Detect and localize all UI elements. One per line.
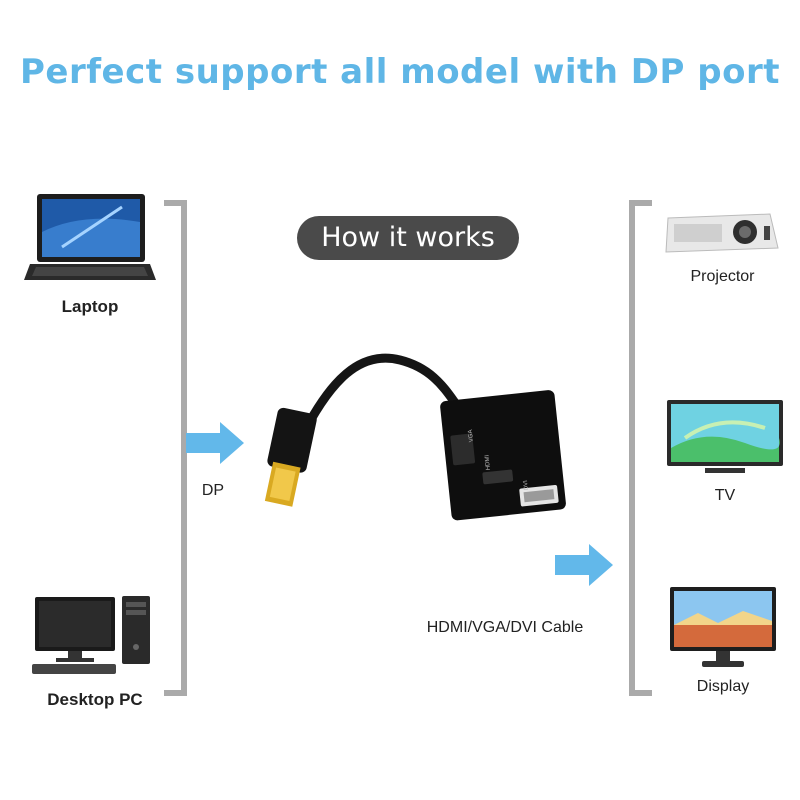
- laptop-icon: [24, 194, 156, 280]
- tv-label: TV: [714, 487, 736, 504]
- dvi-port-label: DVI: [523, 480, 530, 491]
- display-icon: [670, 587, 776, 667]
- tv-icon: [667, 400, 783, 473]
- projector-label: Projector: [690, 268, 755, 285]
- hdmi-port-label: HDMI: [484, 454, 492, 470]
- cable-label: HDMI/VGA/DVI Cable: [426, 619, 584, 636]
- left-bracket: [164, 200, 187, 696]
- desktop-pc-label: Desktop PC: [47, 690, 143, 709]
- vga-port-label: VGA: [468, 429, 475, 442]
- right-bracket: [629, 200, 652, 696]
- dp-arrow-icon: [186, 422, 244, 464]
- display-label: Display: [696, 678, 750, 695]
- output-arrow-icon: [555, 544, 613, 586]
- dp-label: DP: [201, 482, 225, 499]
- laptop-label: Laptop: [61, 297, 119, 316]
- how-it-works-pill: How it works: [297, 216, 519, 260]
- adapter-image: VGA HDMI DVI: [264, 353, 566, 521]
- headline: Perfect support all model with DP port: [20, 52, 780, 92]
- desktop-pc-icon: [32, 596, 150, 674]
- projector-icon: [665, 213, 779, 253]
